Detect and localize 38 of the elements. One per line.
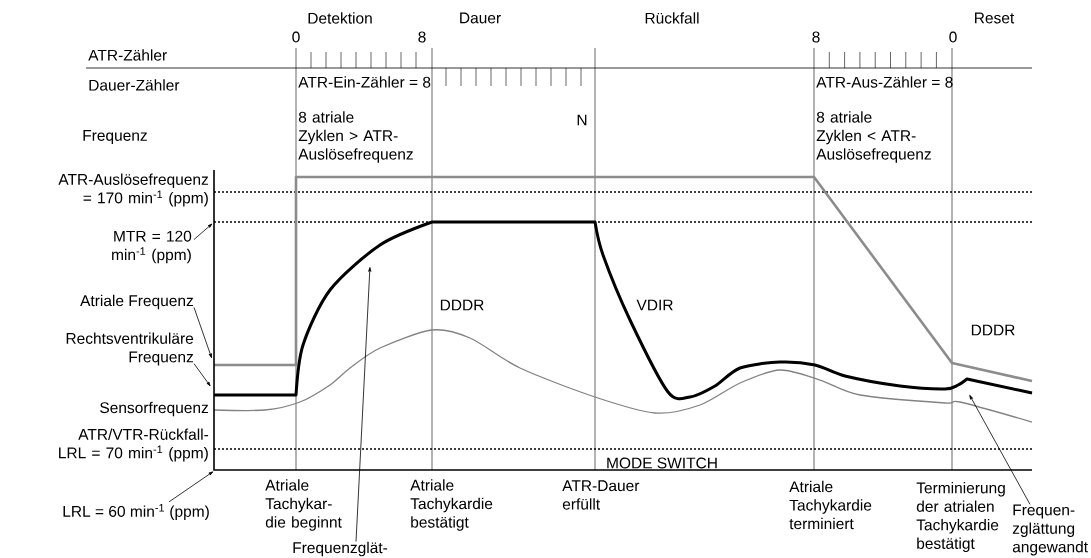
phase-label: Dauer xyxy=(460,12,501,24)
mode-label: DDDR xyxy=(440,299,484,311)
condition-note: 8 atriale Zyklen > ATR-Auslösefrequenz xyxy=(298,111,413,163)
leader-text: Rechtsventrikuläre Frequenz xyxy=(66,332,194,366)
axis-label: ATR/VTR-Rückfall-LRL = 70 min$^{-1}$ (ppm) xyxy=(59,428,209,462)
counter-note: ATR-Ein-Zähler = 8 xyxy=(298,76,431,88)
leader-line xyxy=(193,223,213,240)
leader-text: Frequenzglät- xyxy=(293,541,388,557)
leader-line xyxy=(193,307,212,359)
counter-note: N xyxy=(577,114,587,126)
phase-label: Rückfall xyxy=(645,12,699,24)
counter-value: 8 xyxy=(418,31,426,43)
axis-label: Sensorfrequenz xyxy=(100,401,208,417)
row-label: Frequenz xyxy=(83,130,147,144)
phase-label: Reset xyxy=(975,12,1015,24)
mode-label: VDIR xyxy=(636,299,673,311)
row-label: ATR-Zähler xyxy=(88,49,167,61)
leader-line xyxy=(193,363,211,387)
axis-label: ATR-Auslösefrequenz = 170 min$^{-1}$ (ppm) xyxy=(58,173,208,207)
leader-text: Atriale Frequenz xyxy=(80,294,193,310)
mode-label: DDDR xyxy=(971,324,1015,336)
leader-line xyxy=(969,394,1031,505)
row-label: Dauer-Zähler xyxy=(89,79,180,91)
leader-text: LRL = 60 min$^{-1}$ (ppm) xyxy=(63,504,209,520)
phase-label: Detektion xyxy=(308,12,372,24)
leader-text: Frequen- zglättung angewandt xyxy=(1012,504,1088,556)
event-label: Atriale Tachykar- die beginnt xyxy=(265,479,342,531)
counter-value: 0 xyxy=(292,31,300,43)
axis xyxy=(213,169,1033,471)
leader-line xyxy=(355,267,372,542)
counter-note: ATR-Aus-Zähler = 8 xyxy=(816,76,953,88)
mode-switch-label: MODE SWITCH xyxy=(607,457,717,469)
condition-note: 8 atriale Zyklen < ATR-Auslösefrequenz xyxy=(816,111,931,163)
counter-value: 8 xyxy=(812,31,820,43)
event-label: Terminierung der atrialen Tachykardie bestätigt xyxy=(916,482,1005,552)
leader-line xyxy=(168,471,214,503)
leader-text: MTR = 120 min$^{-1}$ (ppm) xyxy=(112,230,192,264)
counter-value: 0 xyxy=(949,31,957,43)
